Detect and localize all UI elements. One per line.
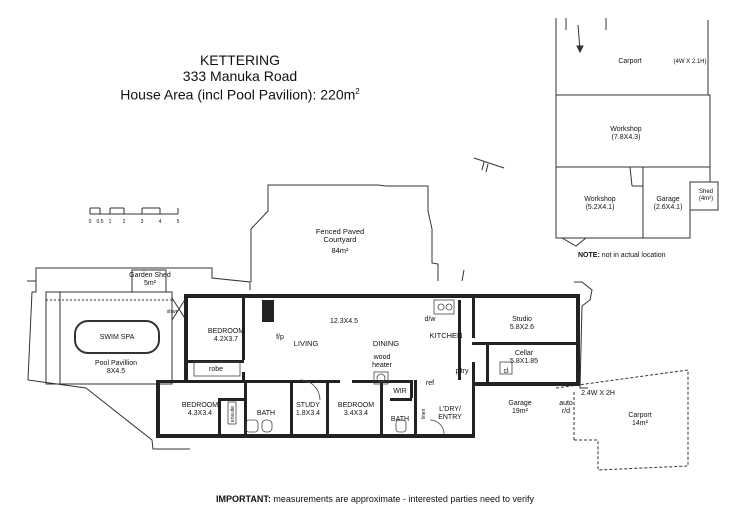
garden-shed-size: 5m² bbox=[143, 280, 157, 287]
scale-tick-05: 0.5 bbox=[96, 219, 104, 225]
garden-shed-label: Garden Shed bbox=[129, 272, 171, 279]
cellar-label: Cellar bbox=[514, 350, 534, 357]
pool-pavilion-label: Pool Pavillion bbox=[94, 360, 138, 367]
garden-shed-outline bbox=[131, 269, 167, 293]
shed-size: (4m²) bbox=[698, 196, 714, 202]
dishwasher-label: d/w bbox=[424, 316, 436, 323]
kitchen-label: KITCHEN bbox=[429, 331, 463, 340]
living-dining-size: 12.3X4.5 bbox=[329, 318, 359, 325]
cellar-size: 5.8X1.85 bbox=[509, 358, 539, 365]
linen-label: linen bbox=[421, 408, 427, 420]
workshop-big-label: Workshop bbox=[610, 126, 642, 133]
scale-tick-3: 3 bbox=[140, 219, 144, 225]
dining-label: DINING bbox=[372, 339, 400, 348]
bedroom3-size: 3.4X3.4 bbox=[343, 410, 369, 417]
scale-tick-2: 2 bbox=[122, 219, 126, 225]
garage-size: 19m² bbox=[512, 408, 528, 415]
cupboard-label: cl bbox=[503, 368, 509, 375]
living-label: LIVING bbox=[293, 339, 319, 348]
footer-disclaimer: IMPORTANT: measurements are approximate … bbox=[216, 494, 534, 504]
courtyard-label: Fenced Paved Courtyard bbox=[315, 227, 365, 244]
studio-label: Studio bbox=[512, 316, 532, 323]
front-carport-size: 14m² bbox=[632, 420, 648, 427]
scale-tick-4: 4 bbox=[158, 219, 162, 225]
scale-tick-0: 0 bbox=[88, 219, 92, 225]
auto-roller-door-label: auto r/d bbox=[559, 400, 573, 415]
studio-size: 5.8X2.6 bbox=[509, 324, 535, 331]
carport-dims-label: 2.4W X 2H bbox=[581, 390, 615, 397]
shed-label: Shed bbox=[698, 189, 714, 195]
bath2-label: BATH bbox=[390, 416, 410, 423]
garage-small-label: Garage bbox=[656, 196, 680, 203]
top-carport-label: Carport bbox=[618, 58, 642, 65]
location-note: NOTE: not in actual location bbox=[578, 252, 666, 259]
study-size: 1.8X3.4 bbox=[295, 410, 321, 417]
courtyard-gate bbox=[461, 269, 465, 282]
robe-label: robe bbox=[208, 366, 224, 373]
ref-label: ref bbox=[425, 380, 435, 387]
fireplace-label: f/p bbox=[276, 334, 284, 341]
deck-right-edge bbox=[574, 281, 593, 389]
wood-heater-label: wood heater bbox=[372, 354, 392, 369]
laundry-label: L'DRY/ ENTRY bbox=[438, 406, 462, 421]
bedroom1-size: 4.2X3.7 bbox=[213, 336, 239, 343]
garage-small-size: (2.6X4.1) bbox=[653, 204, 683, 211]
workshop-small-label: Workshop bbox=[584, 196, 616, 203]
courtyard-outline bbox=[250, 184, 439, 282]
wir-label: WIR bbox=[393, 388, 407, 395]
pool-pavilion-size: 8X4.5 bbox=[106, 368, 126, 375]
study-label: STUDY bbox=[296, 402, 320, 409]
property-address: 333 Manuka Road bbox=[182, 68, 298, 84]
house-area: House Area (incl Pool Pavilion): 220m2 bbox=[120, 86, 360, 103]
workshop-big-outline bbox=[555, 94, 711, 168]
workshop-small-size: (5.2X4.1) bbox=[585, 204, 615, 211]
garage-label: Garage bbox=[508, 400, 532, 407]
shed-outline bbox=[689, 181, 719, 211]
shower-label: shwr bbox=[166, 309, 178, 315]
workshop-lower-outline bbox=[555, 167, 711, 239]
pantry-label: p'try bbox=[455, 368, 469, 375]
bath1-label: BATH bbox=[256, 410, 276, 417]
property-name: KETTERING bbox=[199, 52, 281, 68]
bedroom1-label: BEDROOM bbox=[207, 328, 245, 335]
scale-tick-5: 5 bbox=[176, 219, 180, 225]
pool-pavilion-outline bbox=[45, 291, 173, 385]
front-carport-label: Carport bbox=[628, 412, 652, 419]
north-arrow-icon bbox=[473, 157, 505, 173]
top-carport-dims: (4W X 2.1H) bbox=[673, 59, 707, 65]
workshop-big-size: (7.8X4.3) bbox=[611, 134, 641, 141]
scale-bar bbox=[89, 207, 179, 215]
house-walls bbox=[156, 294, 580, 438]
bedroom2-label: BEDROOM bbox=[181, 402, 219, 409]
courtyard-size: 84m² bbox=[331, 246, 349, 255]
bedroom3-label: BEDROOM bbox=[337, 402, 375, 409]
ensuite-label: ensuite bbox=[230, 405, 236, 423]
bedroom2-size: 4.3X3.4 bbox=[187, 410, 213, 417]
scale-tick-1: 1 bbox=[108, 219, 112, 225]
swim-spa: SWIM SPA bbox=[74, 320, 160, 354]
